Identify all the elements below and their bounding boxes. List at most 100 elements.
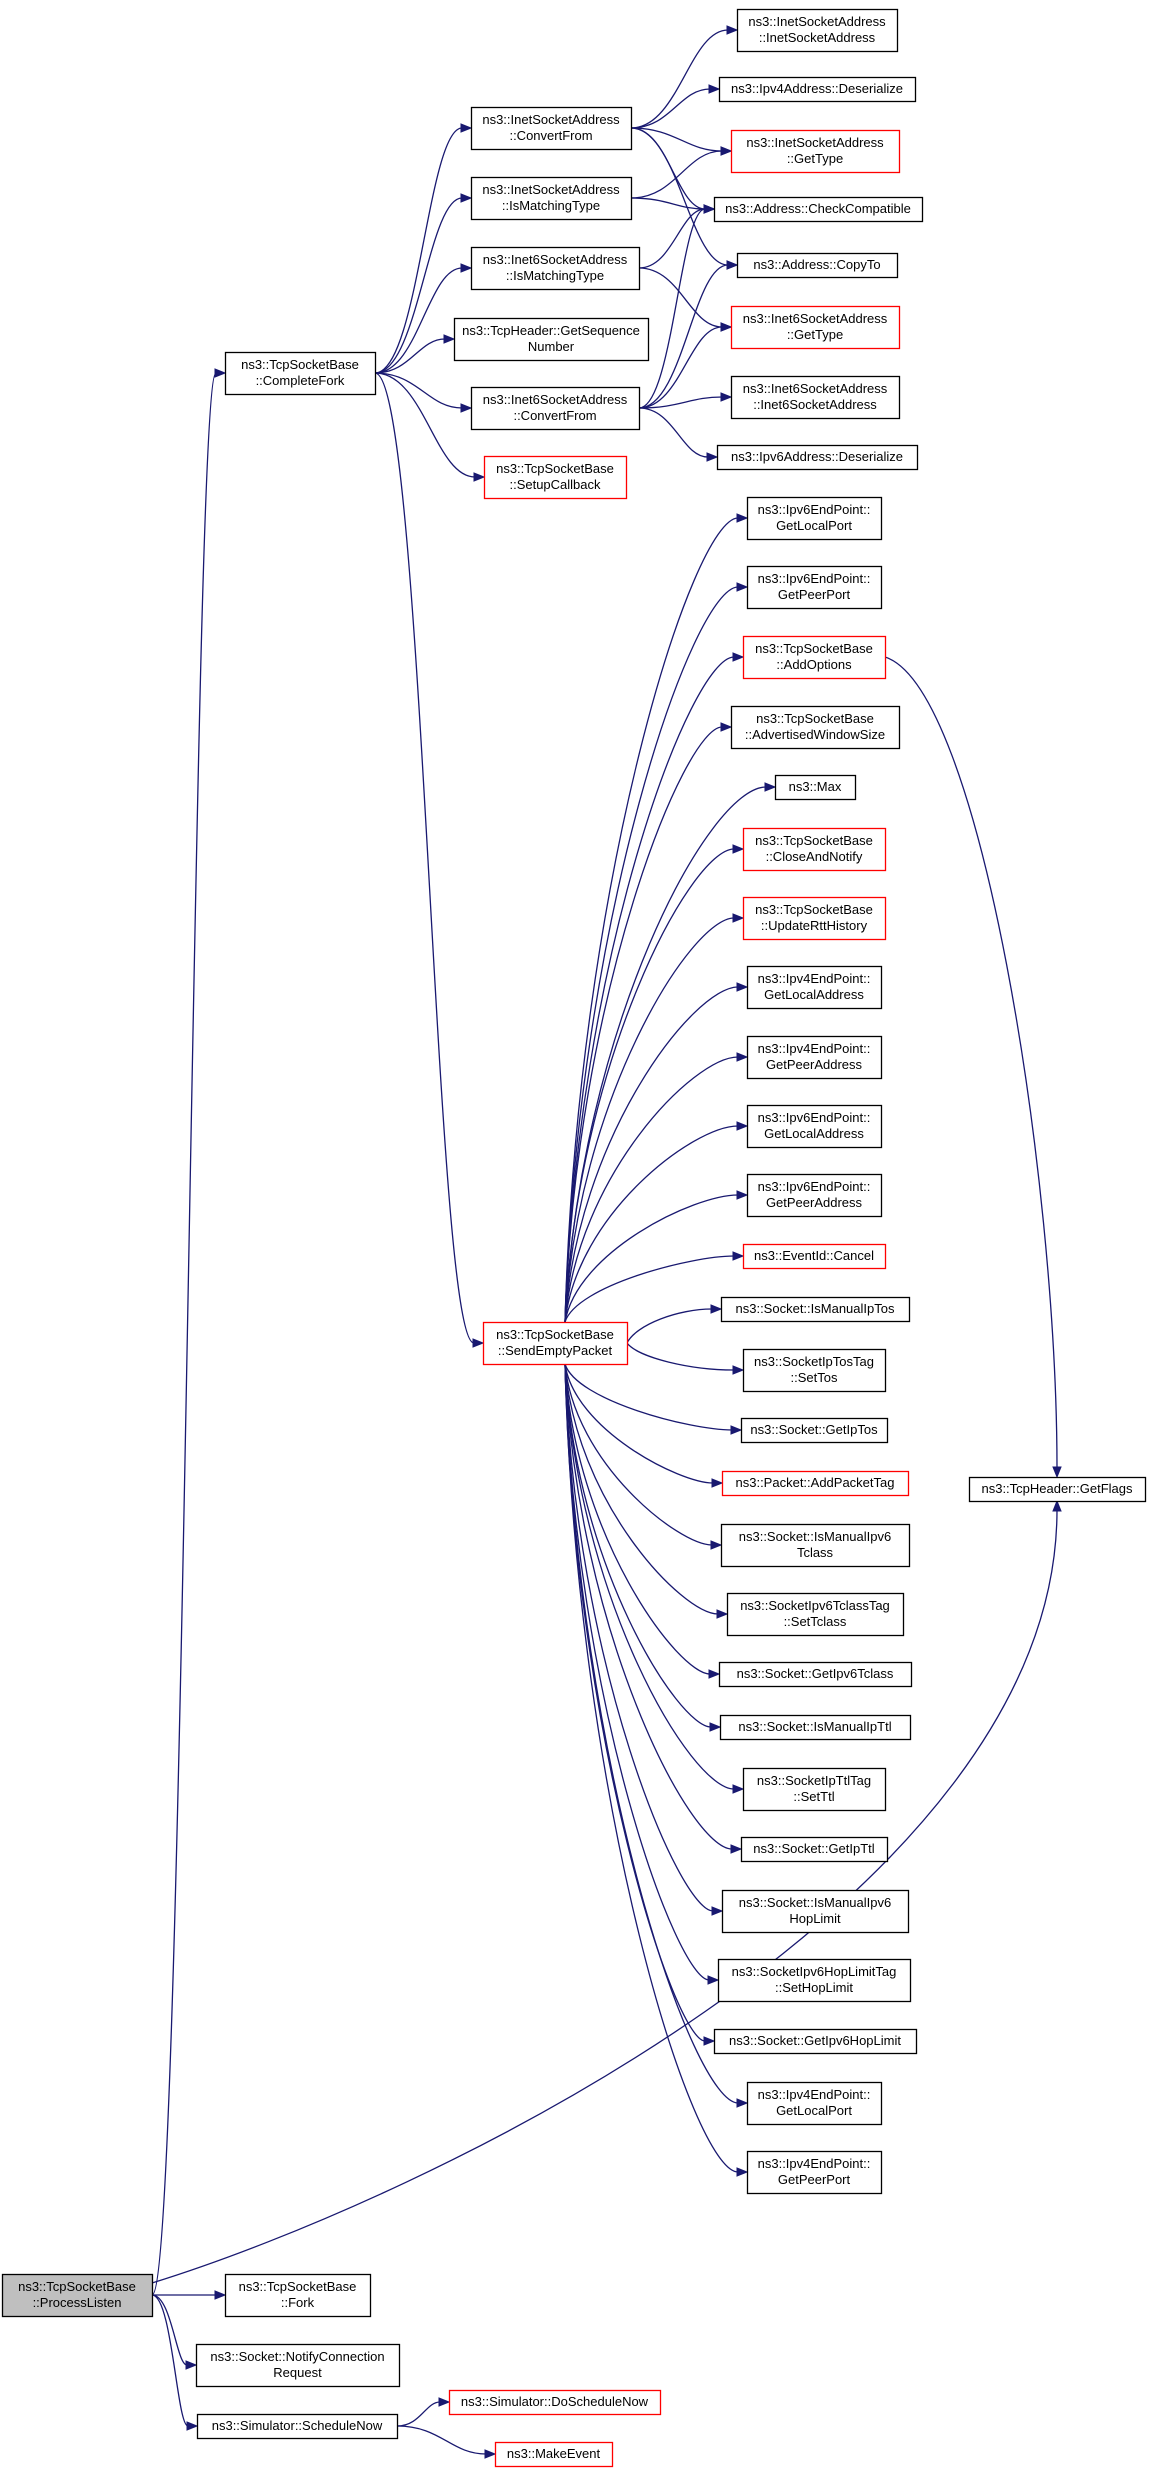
edge-send-empty-packet-to-ipv4ep-get-local-address	[564, 982, 749, 1323]
node-ipv6-hoplimit-set[interactable]: ns3::SocketIpv6HopLimitTag::SetHopLimit	[717, 1958, 912, 2003]
node-box	[730, 375, 901, 420]
node-box	[448, 2389, 662, 2416]
node-add-options[interactable]: ns3::TcpSocketBase::AddOptions	[742, 635, 887, 680]
node-inet-is-matching[interactable]: ns3::InetSocketAddress::IsMatchingType	[470, 176, 633, 221]
node-box	[1, 2273, 154, 2318]
node-label: ns3::TcpSocketBase	[496, 1327, 614, 1342]
node-event-cancel[interactable]: ns3::EventId::Cancel	[742, 1243, 887, 1270]
node-is-manual-ip-ttl[interactable]: ns3::Socket::IsManualIpTtl	[719, 1714, 912, 1741]
edge-process-listen-to-fork	[152, 2290, 227, 2300]
node-inet-convert-from[interactable]: ns3::InetSocketAddress::ConvertFrom	[470, 106, 633, 151]
node-label: GetPeerAddress	[766, 1057, 863, 1072]
node-inet6-ctor[interactable]: ns3::Inet6SocketAddress::Inet6SocketAddr…	[730, 375, 901, 420]
edge-inet6-is-matching-to-check-compatible	[638, 204, 716, 269]
edge-send-empty-packet-to-ip-ttl-set-ttl	[564, 1363, 745, 1794]
node-ipv4ep-get-local-port[interactable]: ns3::Ipv4EndPoint::GetLocalPort	[746, 2081, 883, 2126]
node-label: ns3::InetSocketAddress	[482, 182, 620, 197]
node-add-packet-tag[interactable]: ns3::Packet::AddPacketTag	[721, 1470, 910, 1497]
edge-line	[564, 1125, 739, 1323]
edge-send-empty-packet-to-is-manual-ipv6-tclass	[564, 1363, 723, 1550]
edge-line	[564, 1255, 735, 1323]
edge-line	[374, 372, 475, 1344]
edge-line	[564, 1363, 719, 1615]
node-ipv6ep-get-local-address[interactable]: ns3::Ipv6EndPoint::GetLocalAddress	[746, 1104, 883, 1149]
node-ipv4-deserialize[interactable]: ns3::Ipv4Address::Deserialize	[718, 76, 917, 103]
node-inet-ctor[interactable]: ns3::InetSocketAddress::InetSocketAddres…	[736, 8, 899, 53]
node-box	[453, 317, 650, 362]
node-ip-tos-set-tos[interactable]: ns3::SocketIpTosTag::SetTos	[742, 1348, 887, 1393]
node-check-compatible[interactable]: ns3::Address::CheckCompatible	[713, 196, 924, 223]
edge-line	[638, 326, 723, 409]
edge-line	[564, 1056, 739, 1323]
edge-inet-is-matching-to-inet-get-type	[630, 146, 733, 199]
node-get-ipv6-hoplimit[interactable]: ns3::Socket::GetIpv6HopLimit	[713, 2028, 918, 2055]
node-inet6-convert-from[interactable]: ns3::Inet6SocketAddress::ConvertFrom	[470, 386, 641, 431]
node-ip-ttl-set-ttl[interactable]: ns3::SocketIpTtlTag::SetTtl	[742, 1767, 887, 1812]
node-get-ip-tos[interactable]: ns3::Socket::GetIpTos	[740, 1417, 889, 1444]
node-label: ::SetTos	[791, 1370, 838, 1385]
node-update-rtt-history[interactable]: ns3::TcpSocketBase::UpdateRttHistory	[742, 896, 887, 941]
edge-line	[151, 2294, 188, 2366]
node-ipv4ep-get-local-address[interactable]: ns3::Ipv4EndPoint::GetLocalAddress	[746, 965, 883, 1010]
node-get-flags[interactable]: ns3::TcpHeader::GetFlags	[968, 1476, 1147, 1503]
edge-arrowhead	[460, 403, 473, 413]
node-is-manual-ip-tos[interactable]: ns3::Socket::IsManualIpTos	[720, 1296, 911, 1323]
node-label: ns3::Socket::IsManualIpv6	[739, 1529, 891, 1544]
node-ipv6-tclass-set[interactable]: ns3::SocketIpv6TclassTag::SetTclass	[726, 1592, 905, 1637]
edge-arrowhead	[703, 2036, 716, 2046]
node-copy-to[interactable]: ns3::Address::CopyTo	[736, 252, 899, 279]
node-send-empty-packet[interactable]: ns3::TcpSocketBase::SendEmptyPacket	[482, 1321, 629, 1366]
node-box	[746, 2081, 883, 2126]
node-box	[740, 1836, 889, 1863]
node-fork[interactable]: ns3::TcpSocketBase::Fork	[224, 2273, 372, 2318]
node-max[interactable]: ns3::Max	[774, 774, 857, 801]
node-advertised-window-size[interactable]: ns3::TcpSocketBase::AdvertisedWindowSize	[730, 705, 901, 750]
node-inet6-is-matching[interactable]: ns3::Inet6SocketAddress::IsMatchingType	[470, 246, 641, 291]
node-box	[718, 1661, 913, 1688]
node-box	[746, 965, 883, 1010]
node-setup-callback[interactable]: ns3::TcpSocketBase::SetupCallback	[483, 455, 628, 500]
edge-arrowhead	[736, 1052, 749, 1062]
edge-line	[630, 29, 729, 129]
edge-arrowhead	[473, 472, 486, 482]
edge-arrowhead	[706, 452, 719, 462]
node-box	[224, 351, 377, 396]
node-ipv6-deserialize[interactable]: ns3::Ipv6Address::Deserialize	[716, 444, 919, 471]
node-label: GetPeerAddress	[766, 1195, 863, 1210]
node-ipv6ep-get-peer-address[interactable]: ns3::Ipv6EndPoint::GetPeerAddress	[746, 1173, 883, 1218]
node-label: ns3::SocketIpv6HopLimitTag	[732, 1964, 897, 1979]
edge-send-empty-packet-to-is-manual-ip-ttl	[564, 1363, 722, 1732]
edge-arrowhead	[708, 1669, 721, 1679]
edge-send-empty-packet-to-close-and-notify	[564, 844, 745, 1323]
node-inet6-get-type[interactable]: ns3::Inet6SocketAddress::GetType	[730, 305, 901, 350]
node-inet-get-type[interactable]: ns3::InetSocketAddress::GetType	[730, 129, 901, 174]
node-process-listen[interactable]: ns3::TcpSocketBase::ProcessListen	[1, 2273, 154, 2318]
node-close-and-notify[interactable]: ns3::TcpSocketBase::CloseAndNotify	[742, 827, 887, 872]
edge-line	[630, 127, 729, 266]
node-ipv6ep-get-local-port[interactable]: ns3::Ipv6EndPoint::GetLocalPort	[746, 496, 883, 541]
edge-send-empty-packet-to-ipv4ep-get-peer-address	[564, 1052, 749, 1323]
edge-arrowhead	[726, 260, 739, 270]
edge-line	[151, 372, 217, 2296]
edge-arrowhead	[726, 25, 739, 35]
node-label: ns3::Socket::IsManualIpTos	[736, 1301, 895, 1316]
node-ipv4ep-get-peer-port[interactable]: ns3::Ipv4EndPoint::GetPeerPort	[746, 2150, 883, 2195]
node-schedule-now[interactable]: ns3::Simulator::ScheduleNow	[196, 2413, 399, 2440]
edge-arrowhead	[703, 204, 716, 214]
node-complete-fork[interactable]: ns3::TcpSocketBase::CompleteFork	[224, 351, 377, 396]
node-do-schedule-now[interactable]: ns3::Simulator::DoScheduleNow	[448, 2389, 662, 2416]
node-ipv4ep-get-peer-address[interactable]: ns3::Ipv4EndPoint::GetPeerAddress	[746, 1035, 883, 1080]
node-box	[720, 1296, 911, 1323]
edge-send-empty-packet-to-get-ipv6-hoplimit	[564, 1363, 716, 2046]
node-get-ipv6-tclass[interactable]: ns3::Socket::GetIpv6Tclass	[718, 1661, 913, 1688]
node-label: ns3::Ipv4EndPoint::	[758, 1041, 871, 1056]
node-get-ip-ttl[interactable]: ns3::Socket::GetIpTtl	[740, 1836, 889, 1863]
edge-arrowhead	[736, 2167, 749, 2177]
node-make-event[interactable]: ns3::MakeEvent	[494, 2441, 614, 2468]
edge-line	[564, 1363, 735, 1790]
node-ipv6ep-get-peer-port[interactable]: ns3::Ipv6EndPoint::GetPeerPort	[746, 565, 883, 610]
